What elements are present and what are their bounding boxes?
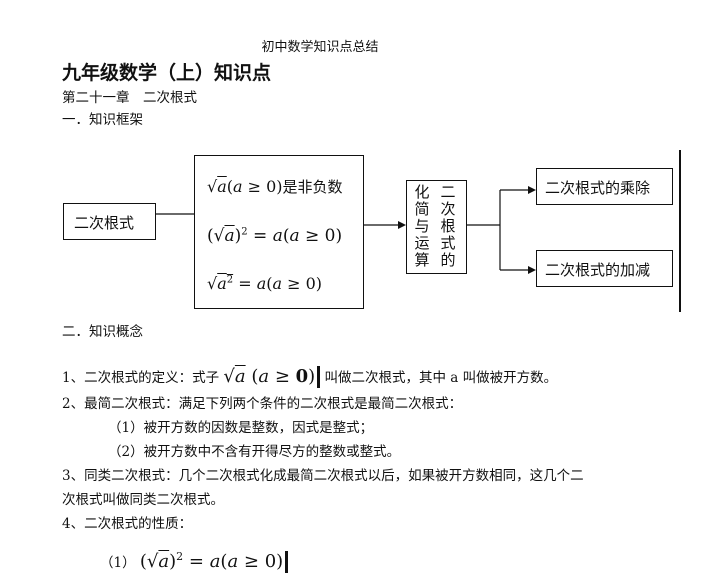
operations-box: 化 简 与 运 算 二 次 根 式 的 — [406, 180, 467, 274]
diagram-connectors — [155, 150, 681, 312]
ops-left-2: 与 — [414, 217, 430, 235]
page-title: 九年级数学（上）知识点 — [62, 62, 272, 84]
section-framework-heading: 一．知识框架 — [62, 112, 143, 128]
root-box: 二次根式 — [63, 203, 156, 240]
output-label-multiply-divide: 二次根式的乘除 — [545, 179, 651, 197]
item-1-prefix: 1、二次根式的定义：式子 — [62, 370, 220, 386]
item-4-1-formula: (√a)2 = a(a ≥ 0) — [140, 550, 289, 573]
item-3-line-1: 3、同类二次根式：几个二次根式化成最简二次根式以后，如果被开方数相同，这几个二 — [62, 468, 584, 484]
formula-3: √a2 = a(a ≥ 0) — [207, 274, 323, 293]
item-2-1: （1）被开方数的因数是整数，因式是整式； — [108, 420, 374, 436]
output-box-multiply-divide: 二次根式的乘除 — [536, 168, 673, 205]
item-3-line-2: 次根式叫做同类二次根式。 — [62, 492, 224, 508]
formula-1: √a(a ≥ 0)是非负数 — [207, 177, 343, 196]
ops-left-4: 算 — [414, 251, 430, 269]
ops-left-0: 化 — [414, 183, 430, 201]
properties-box: √a(a ≥ 0)是非负数 (√a)2 = a(a ≥ 0) √a2 = a(a… — [194, 155, 364, 309]
ops-right-3: 式 — [440, 234, 456, 252]
section-concepts-heading: 二．知识概念 — [62, 324, 143, 340]
ops-right-2: 根 — [440, 217, 456, 235]
item-2: 2、最简二次根式：满足下列两个条件的二次根式是最简二次根式： — [62, 396, 463, 412]
ops-right-0: 二 — [440, 183, 456, 201]
item-4: 4、二次根式的性质： — [62, 516, 193, 532]
page-header: 初中数学知识点总结 — [261, 40, 379, 55]
ops-left-1: 简 — [414, 200, 430, 218]
item-1-suffix: 叫做二次根式，其中 a 叫做被开方数。 — [324, 370, 558, 386]
text-cursor — [317, 366, 321, 388]
item-2-2: （2）被开方数中不含有开得尽方的整数或整式。 — [108, 444, 401, 460]
item-4-1: （1） (√a)2 = a(a ≥ 0) — [100, 550, 289, 573]
ops-right-4: 的 — [440, 251, 456, 269]
ops-right-1: 次 — [440, 200, 456, 218]
output-label-add-subtract: 二次根式的加减 — [545, 261, 651, 279]
formula-1-tail: 是非负数 — [282, 178, 343, 196]
formula-2: (√a)2 = a(a ≥ 0) — [207, 226, 343, 246]
root-label: 二次根式 — [74, 214, 135, 232]
output-box-add-subtract: 二次根式的加减 — [536, 250, 673, 287]
text-cursor-2 — [285, 551, 289, 573]
item-4-1-label: （1） — [100, 555, 136, 571]
ops-left-3: 运 — [414, 234, 430, 252]
chapter-heading: 第二十一章 二次根式 — [62, 90, 197, 106]
item-1-formula: √a (a ≥ 0) — [223, 366, 321, 388]
item-1: 1、二次根式的定义：式子 √a (a ≥ 0) 叫做二次根式，其中 a 叫做被开… — [62, 366, 557, 388]
